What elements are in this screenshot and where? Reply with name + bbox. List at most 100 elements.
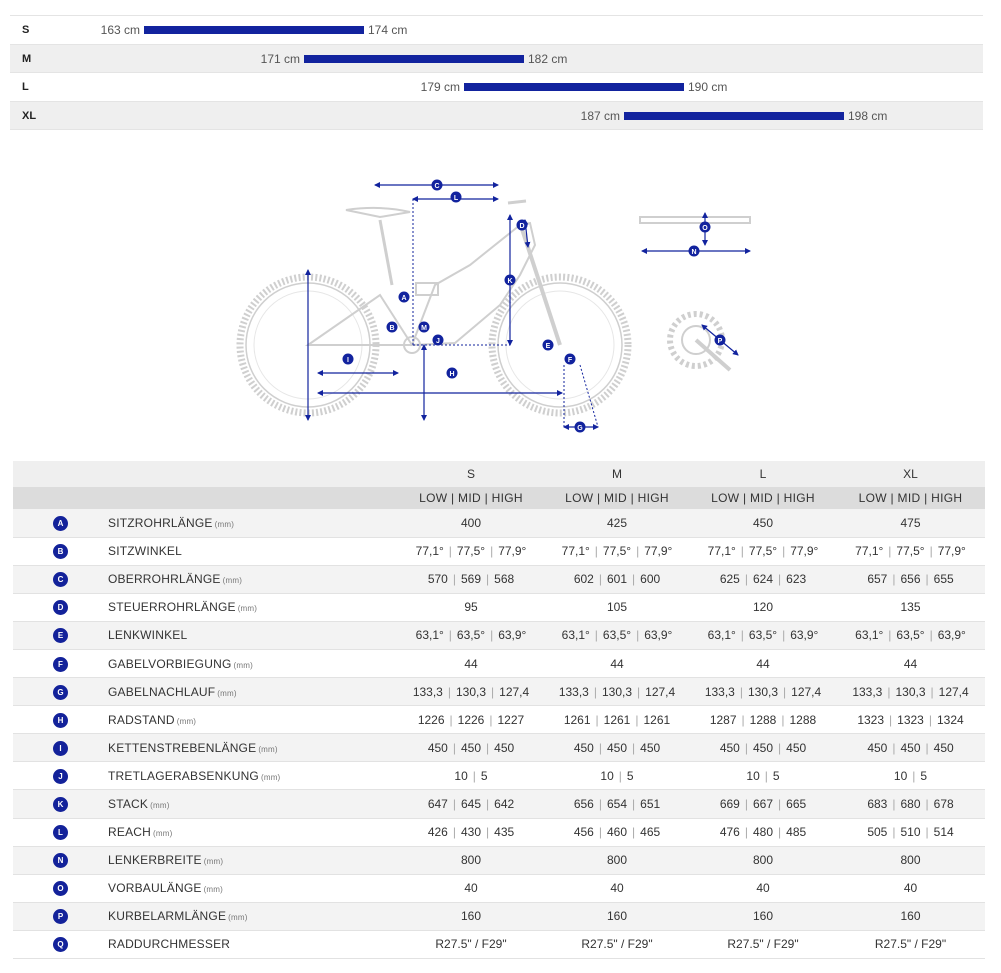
measurement-value: 63,1° (415, 628, 444, 643)
measurement-value: 667 (752, 796, 774, 811)
measurement-letter-badge: F (53, 656, 68, 672)
diagram-label: E (546, 343, 551, 350)
diagram-label: B (389, 325, 394, 332)
value-separator: | (486, 740, 490, 755)
value-separator: | (778, 572, 782, 587)
measurement-unit: (mm) (260, 772, 281, 782)
value-separator: | (490, 544, 494, 559)
measurement-value: 651 (640, 796, 661, 811)
measurement-name: VORBAULÄNGE (108, 881, 202, 896)
measurement-value-cell: 602|601|600 (544, 565, 690, 594)
measurement-value: 465 (640, 825, 661, 840)
measurement-value: 800 (900, 853, 921, 868)
value-separator: | (744, 740, 748, 755)
seat-post (378, 219, 394, 286)
measurement-value: 450 (752, 515, 774, 530)
measurement-name: LENKWINKEL (108, 628, 188, 643)
value-separator: | (490, 628, 494, 643)
size-min-height: 163 cm (100, 23, 140, 37)
diagram-label: M (421, 325, 427, 332)
measurement-value: 1323 (857, 712, 885, 727)
measurement-value: 63,1° (561, 628, 590, 643)
value-separator: | (452, 796, 456, 811)
measurement-unit: (mm) (153, 829, 173, 839)
measurement-value-cell: 160 (690, 902, 836, 931)
measurement-name: SITZROHRLÄNGE (108, 515, 213, 530)
label-badge-i (342, 353, 354, 365)
measurement-value: 127,4 (791, 684, 822, 699)
size-label: S (22, 24, 30, 36)
measurement-value: 44 (903, 656, 918, 671)
setting-header: LOW | MID | HIGH (690, 487, 836, 509)
value-separator: | (636, 628, 640, 643)
diagram-label: N (691, 249, 696, 256)
diagram-label: K (507, 278, 512, 285)
measurement-value: 1226 (417, 712, 445, 727)
measurement-value-cell: 44 (690, 649, 836, 679)
measurement-unit: (mm) (203, 885, 224, 895)
measurement-value: 480 (752, 825, 774, 840)
measurement-value: 485 (786, 825, 807, 840)
measurement-value: 430 (460, 825, 482, 840)
measurement-value: 800 (460, 853, 482, 868)
size-header: M (544, 461, 690, 487)
value-separator: | (778, 796, 782, 811)
geometry-table: S M L XL LOW | MID | HIGH LOW | MID | HI… (13, 461, 985, 960)
value-separator: | (930, 684, 934, 699)
value-separator: | (598, 825, 602, 840)
value-separator: | (448, 544, 452, 559)
measurement-value: 63,9° (644, 628, 673, 643)
value-separator: | (892, 740, 896, 755)
measurement-letter-badge: D (53, 600, 68, 616)
value-separator: | (486, 796, 490, 811)
measurement-value: 63,1° (855, 628, 884, 643)
measurement-value: 127,4 (938, 684, 969, 699)
measurement-value: 475 (900, 515, 921, 530)
measurement-value-cell: 77,1°|77,5°|77,9° (836, 537, 985, 566)
measurement-value: 450 (460, 740, 482, 755)
measurement-value: 40 (756, 881, 770, 896)
measurement-value: 450 (867, 740, 888, 755)
label-badge-k (504, 274, 516, 286)
measurement-name: STEUERROHRLÄNGE (108, 600, 236, 615)
measurement-value: 800 (752, 853, 774, 868)
size-range-bar (464, 83, 684, 92)
value-separator: | (452, 572, 456, 587)
measurement-value: 450 (933, 740, 954, 755)
measurement-value: 601 (606, 572, 628, 587)
measurement-value: 1323 (897, 712, 924, 727)
measurement-letter-badge: P (53, 909, 68, 925)
measurement-value-cell: 625|624|623 (690, 565, 836, 594)
value-separator: | (447, 684, 451, 699)
value-separator: | (888, 628, 892, 643)
measurement-value: 602 (573, 572, 594, 587)
value-separator: | (595, 712, 599, 727)
measurement-value: 127,4 (645, 684, 676, 699)
diagram-label: I (347, 357, 349, 364)
measurement-value-cell: 133,3|130,3|127,4 (690, 677, 836, 707)
label-badge-e (542, 339, 554, 351)
diagram-label: F (568, 357, 573, 364)
value-separator: | (452, 825, 456, 840)
measurement-value: 40 (610, 881, 624, 896)
measurement-value-cell: 450|450|450 (544, 733, 690, 763)
measurement-value: 77,1° (855, 544, 884, 559)
value-separator: | (489, 712, 493, 727)
value-separator: | (892, 825, 896, 840)
diagram-label: P (718, 338, 723, 345)
measurement-value: 623 (786, 572, 807, 587)
measurement-name: KETTENSTREBENLÄNGE (108, 740, 257, 755)
measurement-value-cell: R27.5" / F29" (690, 930, 836, 960)
measurement-value-cell: 133,3|130,3|127,4 (398, 677, 544, 707)
value-separator: | (782, 544, 786, 559)
measurement-letter-badge: Q (53, 937, 68, 953)
size-max-height: 190 cm (688, 80, 728, 95)
measurement-value-cell: 95 (398, 593, 544, 622)
measurement-value: 568 (494, 572, 515, 587)
measurement-value: 1261 (643, 712, 671, 727)
